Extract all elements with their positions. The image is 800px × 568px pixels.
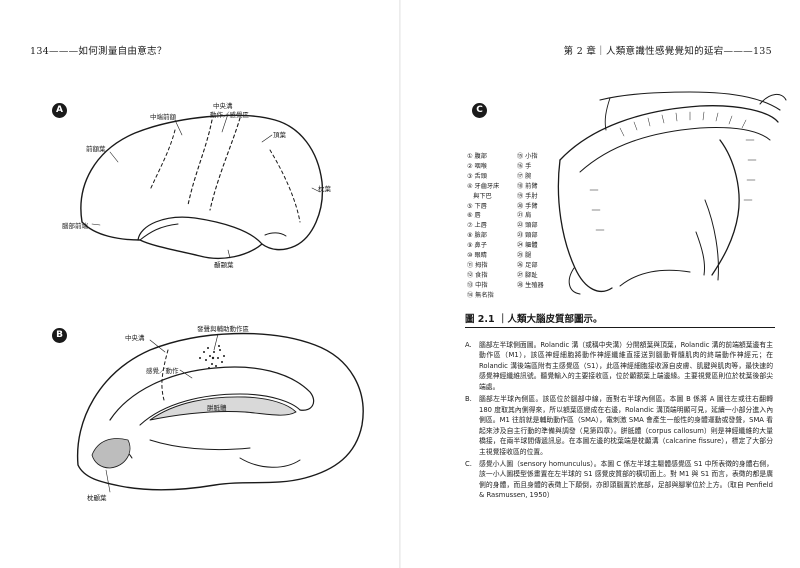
legend-item: ⑳ 手臂 [517,202,538,210]
label-vocal-supplementary-motor: 發聲與輔助動作區 [197,325,249,333]
legend-item: ⑦ 上唇 [467,222,487,230]
figure-c-badge: C [472,103,487,118]
figure-note-b: B. 腦部左半球內側區。該區位於腦部中線，面對右半球內側區。本圖 B 係將 A … [465,394,773,457]
label-frontal-lobe: 前額葉 [86,145,106,153]
running-head-right: 第 2 章｜人類意識性感覺覺知的延宕———135 [563,46,772,57]
medial-brain-drawing [76,332,364,491]
legend-item: ㉓ 頸部 [517,232,538,240]
label-central-sulcus-a: 中央溝 [213,102,233,110]
legend-item: ㉗ 腳趾 [517,271,538,279]
legend-item: ⑮ 小指 [517,153,538,160]
label-premotor-frontal: 中端前額 [150,113,176,121]
label-parietal-lobe: 頂葉 [273,131,286,139]
legend-item: ⑩ 眼睛 [467,252,487,260]
homunculus-drawing [557,91,787,295]
figure-b-leaders [105,333,219,493]
legend-item: ㉑ 肩 [517,212,532,220]
legend-column-right: ⑮ 小指 ⑯ 手 ⑰ 腕 ⑱ 前臂 ⑲ 手肘 ⑳ 手臂 ㉑ 肩 ㉒ 頭部 ㉓ 頸… [517,152,544,291]
sma-stipple [199,345,225,369]
legend-item: ⑯ 手 [517,162,532,170]
figure-note-a: A. 腦部左半球側面圖。Rolandic 溝（或稱中央溝）分開額葉與頂葉，Rol… [465,340,773,392]
legend-item: 與下巴 [467,192,492,200]
corpus-callosum-shape [149,396,297,421]
legend-item: ⑪ 拇指 [467,261,488,269]
figure-a-badge: A [52,103,67,118]
legend-item: ㉕ 腿 [517,252,532,260]
figure-a-leaders [91,113,321,259]
running-head-left: 134———如何測量自由意志？ [30,46,167,57]
note-text: 感覺小人圖（sensory homunculus）。本圖 C 係左半球主驅體感覺… [479,459,773,500]
figure-caption-title: 圖 2.1 ｜人類大腦皮質部圖示。 [465,314,603,325]
legend-item: ⑱ 前臂 [517,182,538,190]
legend-item: ⑥ 唇 [467,212,481,220]
homunculus-ticks [589,111,757,231]
lateral-brain-drawing [80,114,324,259]
legend-item: ㉒ 頭部 [517,222,538,230]
legend-item: ㉘ 生殖器 [517,281,544,289]
label-occipital-lobe-a: 枕葉 [318,185,331,193]
page-gutter [399,0,401,568]
note-letter: A. [465,341,472,349]
note-letter: C. [465,459,472,468]
note-letter: B. [465,395,472,404]
note-text: 腦部左半球內側區。該區位於腦部中線，面對右半球內側區。本圖 B 係將 A 圖往左… [479,395,773,456]
label-temporal-lobe: 顳顬葉 [214,261,234,269]
caption-divider [465,327,775,328]
label-prefrontal: 腦部前端 [62,222,88,230]
label-sensory-motor: 感覺／動作 [146,367,179,375]
figure-notes: A. 腦部左半球側面圖。Rolandic 溝（或稱中央溝）分開額葉與頂葉，Rol… [465,340,773,503]
legend-item: ⑨ 鼻子 [467,242,487,250]
legend-item: ⑲ 手肘 [517,192,538,200]
calcarine-region [91,438,131,469]
legend-item: ② 咽喉 [467,162,487,170]
legend-item: ③ 舌頭 [467,172,487,180]
legend-item: ⑤ 下唇 [467,202,487,210]
legend-item: ① 腹部 [467,153,487,160]
label-motor-sensory-area: 動作／感覺區 [210,111,249,119]
note-text: 腦部左半球側面圖。Rolandic 溝（或稱中央溝）分開額葉與頂葉，Roland… [479,341,773,391]
legend-item: ㉔ 軀體 [517,242,538,250]
label-central-sulcus-b: 中央溝 [125,334,145,342]
figure-b-badge: B [52,328,67,343]
legend-item: ⑭ 無名指 [467,291,494,299]
legend-column-left: ① 腹部 ② 咽喉 ③ 舌頭 ④ 牙齒牙床 與下巴 ⑤ 下唇 ⑥ 唇 ⑦ 上唇 … [467,152,499,301]
legend-item: ⑫ 食指 [467,271,488,279]
legend-item: ⑬ 中指 [467,281,488,289]
legend-item: ㉖ 足部 [517,261,538,269]
legend-item: ⑧ 臉部 [467,232,487,240]
label-occipital-temporal: 枕顳葉 [87,494,107,502]
figure-note-c: C. 感覺小人圖（sensory homunculus）。本圖 C 係左半球主驅… [465,459,773,501]
legend-item: ④ 牙齒牙床 [467,182,500,190]
label-corpus-callosum: 胼胝體 [207,404,227,412]
legend-item: ⑰ 腕 [517,172,532,180]
